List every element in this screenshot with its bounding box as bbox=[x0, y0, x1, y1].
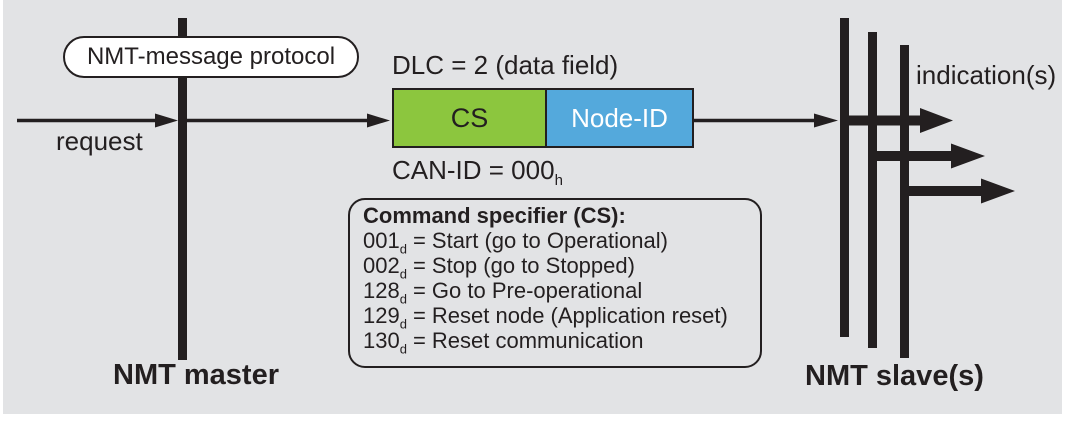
indication-arrowhead-1 bbox=[920, 108, 953, 133]
command-row: 002d = Stop (go to Stopped) bbox=[363, 253, 750, 282]
command-code: 130 bbox=[363, 328, 400, 353]
command-row: 129d = Reset node (Application reset) bbox=[363, 303, 750, 332]
command-row: 001d = Start (go to Operational) bbox=[363, 228, 750, 257]
command-code-subscript: d bbox=[399, 316, 407, 332]
node-id-field-label: Node-ID bbox=[571, 102, 668, 133]
command-row: 128d = Go to Pre-operational bbox=[363, 278, 750, 307]
nmt-slave-bar-2 bbox=[868, 32, 877, 348]
can-data-field: CS Node-ID bbox=[392, 88, 694, 148]
nmt-message-protocol-box: NMT-message protocol bbox=[63, 36, 359, 78]
command-code: 001 bbox=[363, 228, 400, 253]
frame-to-slaves-arrowhead bbox=[814, 113, 838, 128]
command-desc: = Reset node (Application reset) bbox=[412, 303, 728, 328]
master-to-frame-arrowhead bbox=[367, 113, 390, 128]
command-code-subscript: d bbox=[399, 341, 407, 357]
nmt-slave-bar-1 bbox=[840, 18, 849, 337]
node-id-field: Node-ID bbox=[547, 88, 694, 148]
command-desc: = Go to Pre-operational bbox=[412, 278, 643, 303]
command-code: 128 bbox=[363, 278, 400, 303]
can-id-label: CAN-ID = 000h bbox=[392, 155, 563, 188]
nmt-master-bar bbox=[178, 18, 187, 360]
nmt-master-label: NMT master bbox=[113, 359, 279, 391]
command-code-subscript: d bbox=[399, 266, 407, 282]
indication-arrowhead-3 bbox=[981, 178, 1015, 204]
can-id-text: CAN-ID = 000 bbox=[392, 155, 555, 185]
command-code-subscript: d bbox=[399, 291, 407, 307]
indications-label: indication(s) bbox=[916, 60, 1057, 90]
command-code: 129 bbox=[363, 303, 400, 328]
can-id-subscript: h bbox=[554, 172, 563, 190]
nmt-message-protocol-label: NMT-message protocol bbox=[86, 43, 336, 70]
command-row: 130d = Reset communication bbox=[363, 328, 750, 357]
command-desc: = Start (go to Operational) bbox=[412, 228, 668, 253]
nmt-slave-bar-3 bbox=[900, 45, 909, 358]
command-desc: = Stop (go to Stopped) bbox=[412, 253, 635, 278]
command-desc: = Reset communication bbox=[412, 328, 644, 353]
cs-field: CS bbox=[392, 88, 547, 148]
command-specifier-title: Command specifier (CS): bbox=[363, 203, 626, 228]
request-arrowhead bbox=[155, 113, 178, 128]
command-code-subscript: d bbox=[399, 241, 407, 257]
nmt-slaves-label: NMT slave(s) bbox=[805, 360, 984, 392]
request-label: request bbox=[56, 126, 143, 156]
command-code: 002 bbox=[363, 253, 400, 278]
command-specifier-box: Command specifier (CS): 001d= Start (go … bbox=[348, 198, 762, 368]
cs-field-label: CS bbox=[450, 102, 489, 133]
dlc-label: DLC = 2 (data field) bbox=[392, 50, 619, 80]
indication-arrowhead-2 bbox=[951, 143, 985, 169]
